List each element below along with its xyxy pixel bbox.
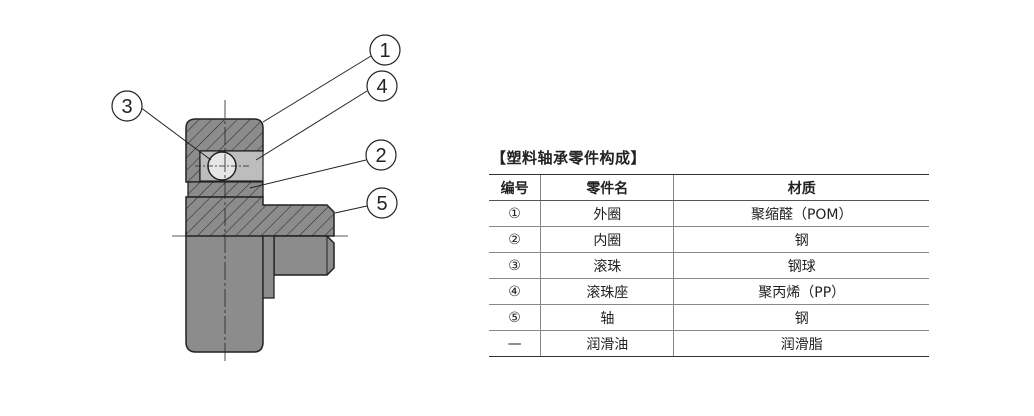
cell-no: — xyxy=(489,330,541,357)
cell-material: 钢 xyxy=(673,304,929,331)
cell-part: 滚珠 xyxy=(540,252,674,279)
callout-5: 5 xyxy=(366,187,398,219)
leader-5 xyxy=(334,205,368,214)
leader-4 xyxy=(255,90,368,161)
cell-part: 轴 xyxy=(540,304,674,331)
cell-part: 内圈 xyxy=(540,226,674,253)
svg-text:3: 3 xyxy=(121,96,132,118)
callout-4: 4 xyxy=(366,70,398,102)
callout-1: 1 xyxy=(369,34,401,66)
inner-ring xyxy=(187,181,264,198)
svg-text:1: 1 xyxy=(379,40,390,62)
svg-text:5: 5 xyxy=(376,193,387,215)
header-no: 编号 xyxy=(489,174,541,201)
table-header-row: 编号 零件名 材质 xyxy=(489,174,929,201)
cell-part: 滚珠座 xyxy=(540,278,674,305)
cell-material: 钢球 xyxy=(673,252,929,279)
table-row: ④ 滚珠座 聚丙烯（PP） xyxy=(489,278,929,305)
cell-no: ④ xyxy=(489,278,541,305)
header-material: 材质 xyxy=(673,174,929,201)
bearing-cross-section-diagram: 1 4 3 2 5 xyxy=(111,34,401,362)
svg-text:4: 4 xyxy=(376,76,387,98)
cell-part: 外圈 xyxy=(540,200,674,227)
leader-3 xyxy=(139,106,212,161)
leader-1 xyxy=(262,55,372,123)
table-row: ③ 滚珠 钢球 xyxy=(489,252,929,279)
cell-no: ⑤ xyxy=(489,304,541,331)
cell-part: 润滑油 xyxy=(540,330,674,357)
parts-table: 编号 零件名 材质 ① 外圈 聚缩醛（POM） ② 内圈 钢 ③ 滚珠 钢球 xyxy=(489,174,929,357)
cell-no: ① xyxy=(489,200,541,227)
svg-text:2: 2 xyxy=(375,145,386,167)
shaft-collar xyxy=(262,235,275,299)
table-row: ⑤ 轴 钢 xyxy=(489,304,929,331)
shaft-thread xyxy=(273,235,335,276)
leader-2 xyxy=(249,159,367,189)
table-row: — 润滑油 润滑脂 xyxy=(489,330,929,357)
callout-2: 2 xyxy=(365,139,397,171)
outer-ring-lower xyxy=(185,231,264,353)
shaft xyxy=(185,196,335,237)
table-row: ② 内圈 钢 xyxy=(489,226,929,253)
table-row: ① 外圈 聚缩醛（POM） xyxy=(489,200,929,227)
cell-no: ② xyxy=(489,226,541,253)
cell-no: ③ xyxy=(489,252,541,279)
cell-material: 聚缩醛（POM） xyxy=(673,200,929,227)
table-title: 【塑料轴承零件构成】 xyxy=(491,149,647,167)
cell-material: 润滑脂 xyxy=(673,330,929,357)
callout-3: 3 xyxy=(111,90,143,122)
header-part: 零件名 xyxy=(540,174,674,201)
cell-material: 聚丙烯（PP） xyxy=(673,278,929,305)
cell-material: 钢 xyxy=(673,226,929,253)
parts-table-section: 【塑料轴承零件构成】 编号 零件名 材质 ① 外圈 聚缩醛（POM） ② 内圈 … xyxy=(489,147,929,357)
